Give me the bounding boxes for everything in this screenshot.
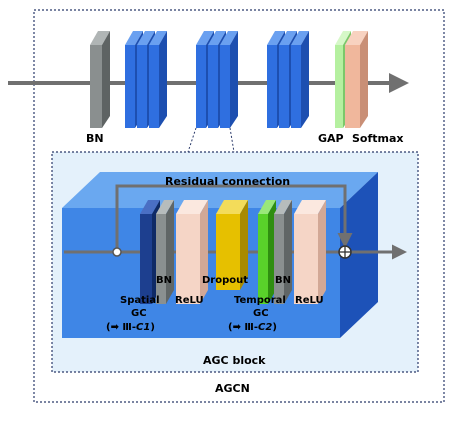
residual-connection-path (112, 184, 353, 257)
agcn-title: AGCN (215, 382, 250, 395)
softmax-layer (345, 31, 368, 128)
dropout-label: Dropout (202, 275, 248, 286)
blue-block-group-3 (267, 31, 309, 128)
temporal-gc-label: GC (253, 308, 269, 319)
agc-bn-label-1: BN (156, 275, 172, 286)
zoom-connector (187, 127, 235, 153)
agc-bn-layer-2 (274, 200, 292, 304)
spatial-gc-label: GC (131, 308, 147, 319)
sum-node (338, 245, 352, 259)
agc-relu-layer-1 (176, 200, 208, 304)
temporal-label: Temporal (234, 295, 286, 306)
agc-bn-layer-1 (156, 200, 174, 304)
softmax-label: Softmax (352, 132, 404, 145)
residual-connection-label: Residual connection (165, 175, 290, 188)
bn-layer (90, 31, 110, 128)
blue-block-group-1 (125, 31, 167, 128)
agc-relu-layer-2 (294, 200, 326, 304)
agc-relu-label-2: ReLU (295, 295, 324, 306)
agc-relu-label-1: ReLU (175, 295, 204, 306)
dropout-layer (216, 200, 248, 290)
blue-block-group-2 (196, 31, 238, 128)
gap-label: GAP (318, 132, 344, 145)
temporal-ref-label: (➡ Ⅲ-C2) (228, 322, 277, 333)
agc-block-title: AGC block (203, 354, 266, 367)
spatial-label: Spatial (120, 295, 160, 306)
temporal-gc-layer (258, 200, 276, 304)
agc-bn-label-2: BN (275, 275, 291, 286)
bn-label: BN (86, 132, 104, 145)
spatial-ref-label: (➡ Ⅲ-C1) (106, 322, 155, 333)
